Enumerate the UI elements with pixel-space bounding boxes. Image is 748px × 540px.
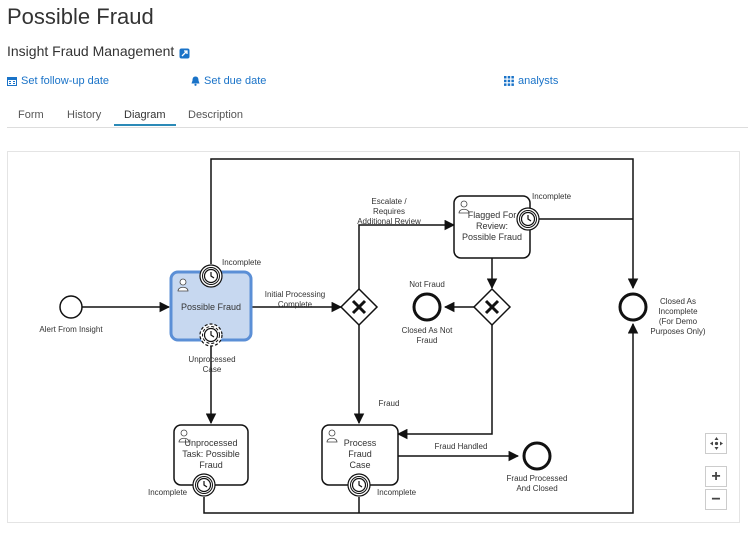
flow-fraud[interactable] [396, 324, 493, 440]
external-link-icon[interactable] [179, 46, 190, 58]
analysts-label: analysts [518, 75, 559, 87]
timer-label-unprocessed: Unprocessed [188, 355, 235, 364]
timer-icon[interactable] [199, 323, 223, 347]
task-possible-fraud-label: Possible Fraud [181, 302, 241, 312]
reset-zoom-button[interactable] [705, 433, 727, 454]
user-icon [177, 278, 189, 292]
timer-label-incomplete: Incomplete [222, 258, 262, 267]
flow-incomplete-bottom[interactable] [203, 322, 639, 514]
flow-label-complete: Complete [278, 300, 313, 309]
end-label-fraud-processed-2: And Closed [516, 484, 557, 493]
flow-label-requires: Requires [373, 207, 405, 216]
page-title: Possible Fraud [7, 4, 154, 29]
timer-icon[interactable] [516, 207, 540, 231]
flow-escalate[interactable] [358, 219, 456, 290]
end-event-fraud-processed[interactable] [522, 441, 552, 471]
end-label-closed-incomplete-1: Closed As [660, 297, 696, 306]
process-definition-name: Insight Fraud Management [7, 43, 190, 59]
bell-icon [191, 76, 200, 86]
timer-label-incomplete: Incomplete [377, 488, 417, 497]
analysts-button[interactable]: analysts [504, 75, 558, 87]
task-flagged-label-1: Flagged For [468, 210, 517, 220]
task-flagged-label-3: Possible Fraud [462, 232, 522, 242]
flow-label-not-fraud: Not Fraud [409, 280, 445, 289]
flow-incomplete-top[interactable] [210, 158, 639, 290]
task-unprocessed[interactable]: Unprocessed Task: Possible Fraud [173, 424, 249, 486]
timer-label-incomplete: Incomplete [532, 192, 572, 201]
flow-label-escalate: Escalate / [371, 197, 407, 206]
task-process-fraud-label-1: Process [344, 438, 377, 448]
active-tab-indicator [114, 124, 176, 126]
task-unprocessed-label-2: Task: Possible [182, 449, 240, 459]
flow-label-initial-processing: Initial Processing [265, 290, 325, 299]
task-process-fraud-label-3: Case [349, 460, 370, 470]
task-unprocessed-label-3: Fraud [199, 460, 223, 470]
set-follow-up-date-label: Set follow-up date [21, 75, 110, 87]
tab-diagram[interactable]: Diagram [124, 109, 166, 121]
crosshair-icon [709, 437, 723, 450]
timer-label-incomplete: Incomplete [148, 488, 188, 497]
process-name: Insight Fraud Management [7, 43, 175, 59]
start-event-label: Alert From Insight [39, 325, 103, 334]
sequence-flows [82, 158, 639, 514]
zoom-in-button[interactable]: + [705, 466, 727, 487]
end-event-closed-incomplete[interactable] [618, 292, 648, 322]
bpmn-diagram: Alert From Insight Possible Fraud Flagge… [39, 158, 706, 514]
user-icon [326, 429, 338, 443]
task-process-fraud-case[interactable]: Process Fraud Case [321, 424, 399, 486]
tab-form[interactable]: Form [18, 109, 44, 121]
user-icon [458, 200, 470, 214]
task-unprocessed-label-1: Unprocessed [184, 438, 237, 448]
timer-icon[interactable] [347, 473, 371, 497]
end-label-closed-not-fraud-2: Fraud [417, 336, 438, 345]
task-flagged-label-2: Review: [476, 221, 508, 231]
exclusive-gateway-1[interactable] [339, 287, 379, 327]
task-flagged-for-review[interactable]: Flagged For Review: Possible Fraud [453, 195, 531, 259]
flow-label-additional-review: Additional Review [357, 217, 421, 226]
set-due-date-label: Set due date [204, 75, 267, 87]
user-icon [178, 429, 190, 443]
timer-label-case: Case [203, 365, 222, 374]
tab-history[interactable]: History [67, 109, 102, 121]
bpmn-diagram-panel[interactable]: Alert From Insight Possible Fraud Flagge… [7, 151, 740, 523]
end-label-closed-not-fraud-1: Closed As Not [402, 326, 453, 335]
tab-description[interactable]: Description [188, 109, 244, 121]
calendar-icon [7, 77, 17, 86]
grid-icon [504, 76, 514, 86]
start-event[interactable] [59, 295, 83, 319]
end-label-fraud-processed-1: Fraud Processed [507, 474, 568, 483]
exclusive-gateway-2[interactable] [472, 287, 512, 327]
end-label-closed-incomplete-3: (For Demo [659, 317, 698, 326]
end-label-closed-incomplete-4: Purposes Only) [650, 327, 705, 336]
flow-label-fraud-handled: Fraud Handled [435, 442, 488, 451]
timer-icon[interactable] [199, 264, 223, 288]
end-event-closed-not-fraud[interactable] [412, 292, 442, 322]
set-follow-up-date-button[interactable]: Set follow-up date [7, 75, 109, 87]
zoom-out-button[interactable]: − [705, 489, 727, 510]
end-label-closed-incomplete-2: Incomplete [658, 307, 698, 316]
task-process-fraud-label-2: Fraud [348, 449, 372, 459]
timer-icon[interactable] [192, 473, 216, 497]
flow-label-fraud: Fraud [379, 399, 400, 408]
set-due-date-button[interactable]: Set due date [191, 75, 266, 87]
tab-bar: Form History Diagram Description [7, 103, 748, 128]
